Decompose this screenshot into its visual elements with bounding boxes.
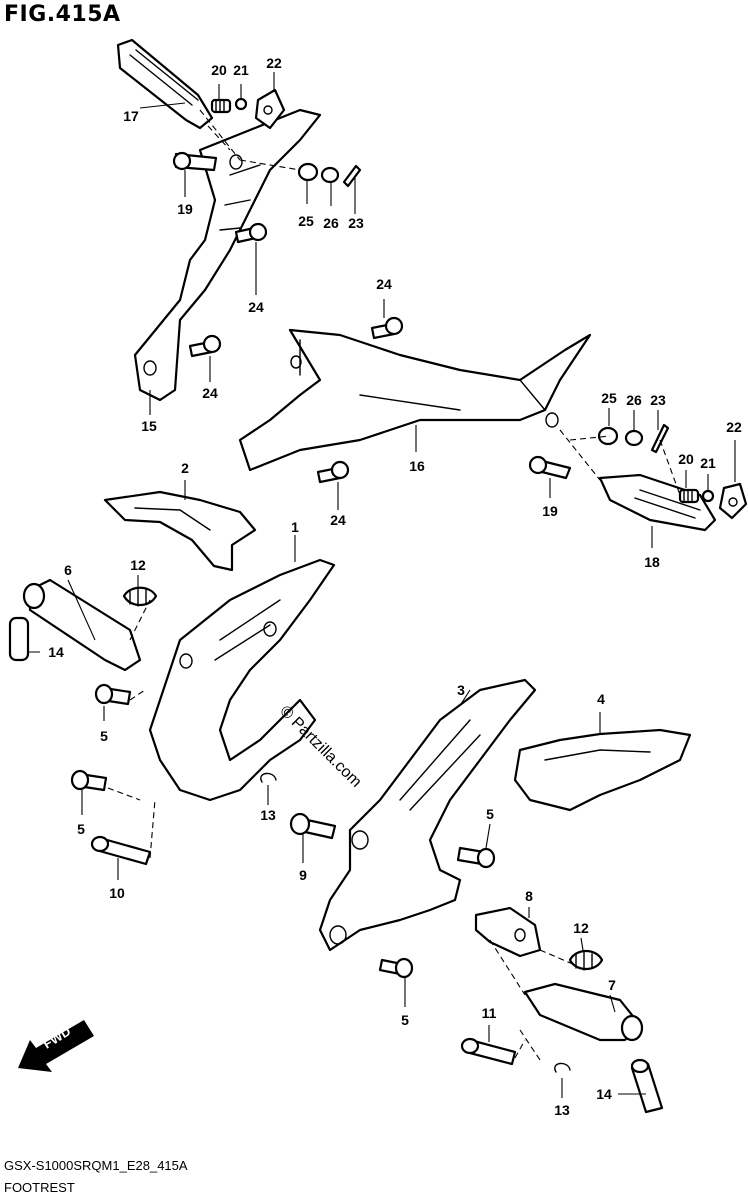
part-21-ball-right: [701, 489, 715, 503]
part-11-pin-right: [460, 1037, 517, 1066]
part-26-washer-right: [624, 429, 644, 447]
part-5-bolt-d: [378, 957, 414, 979]
part-7-footpeg: [523, 982, 644, 1042]
part-5-bolt-a: [94, 683, 132, 706]
part-24-bolt-d: [316, 460, 350, 484]
callout-4[interactable]: 4: [597, 691, 605, 707]
part-24-bolt-a: [234, 222, 268, 244]
callout-22[interactable]: 22: [726, 419, 742, 435]
callout-12[interactable]: 12: [130, 557, 146, 573]
callout-23[interactable]: 23: [650, 392, 666, 408]
callout-5[interactable]: 5: [486, 806, 494, 822]
part-12-spring-left: [122, 586, 158, 607]
part-8-hinge-block: [474, 906, 542, 958]
diagram-name: FOOTREST: [4, 1180, 75, 1195]
callout-25[interactable]: 25: [601, 390, 617, 406]
part-13-circlip-left: [260, 772, 277, 783]
callout-8[interactable]: 8: [525, 888, 533, 904]
part-26-washer-top: [320, 166, 340, 184]
callout-21[interactable]: 21: [233, 62, 249, 78]
callout-5[interactable]: 5: [401, 1012, 409, 1028]
part-22-plate-right: [718, 482, 748, 520]
part-9-bolt: [289, 812, 337, 840]
part-1-front-bracket: [148, 558, 336, 802]
callout-20[interactable]: 20: [211, 62, 227, 78]
part-22-plate-top: [254, 88, 286, 130]
part-16-rear-bracket: [238, 328, 592, 472]
diagram-code: GSX-S1000SRQM1_E28_415A: [4, 1158, 188, 1173]
leader-lines: [28, 72, 736, 1098]
callout-7[interactable]: 7: [608, 977, 616, 993]
callout-19[interactable]: 19: [542, 503, 558, 519]
part-20-spring-top: [210, 98, 232, 114]
callout-24[interactable]: 24: [376, 276, 392, 292]
callout-6[interactable]: 6: [64, 562, 72, 578]
part-3-front-bracket: [318, 678, 537, 952]
part-25-washer-top: [297, 162, 319, 182]
callout-14[interactable]: 14: [596, 1086, 612, 1102]
part-19-pin-right: [528, 455, 572, 480]
callout-9[interactable]: 9: [299, 867, 307, 883]
part-5-bolt-b: [70, 769, 108, 792]
callout-14[interactable]: 14: [48, 644, 64, 660]
part-4-heel-guard: [513, 728, 692, 812]
part-14-pin-right: [630, 1058, 664, 1114]
callout-25[interactable]: 25: [298, 213, 314, 229]
part-13-circlip-right: [554, 1062, 571, 1073]
part-10-pin-left: [90, 835, 152, 866]
part-20-spring-right: [678, 488, 700, 504]
callout-10[interactable]: 10: [109, 885, 125, 901]
callout-17[interactable]: 17: [123, 108, 139, 124]
alignment-lines: [107, 109, 681, 1061]
callout-15[interactable]: 15: [141, 418, 157, 434]
fwd-arrow-icon: [18, 1020, 94, 1072]
callout-11[interactable]: 11: [481, 1005, 497, 1021]
part-24-bolt-c: [370, 316, 404, 340]
callout-5[interactable]: 5: [77, 821, 85, 837]
part-17-rear-footpeg: [116, 38, 214, 130]
callout-3[interactable]: 3: [457, 682, 465, 698]
callout-20[interactable]: 20: [678, 451, 694, 467]
callout-13[interactable]: 13: [260, 807, 276, 823]
part-19-pin-top: [172, 151, 218, 172]
part-15-rear-bracket: [133, 108, 322, 402]
figure-title: FIG.415A: [4, 2, 121, 27]
callout-26[interactable]: 26: [323, 215, 339, 231]
callout-2[interactable]: 2: [181, 460, 189, 476]
part-14-pin-left: [8, 616, 30, 662]
callout-24[interactable]: 24: [248, 299, 264, 315]
part-18-rear-footpeg: [598, 473, 717, 532]
part-25-washer-right: [597, 426, 619, 446]
callout-24[interactable]: 24: [330, 512, 346, 528]
callout-22[interactable]: 22: [266, 55, 282, 71]
callout-18[interactable]: 18: [644, 554, 660, 570]
callout-24[interactable]: 24: [202, 385, 218, 401]
callout-16[interactable]: 16: [409, 458, 425, 474]
callout-13[interactable]: 13: [554, 1102, 570, 1118]
callout-26[interactable]: 26: [626, 392, 642, 408]
part-5-bolt-c: [456, 846, 496, 869]
callout-12[interactable]: 12: [573, 920, 589, 936]
part-2-heel-guard: [103, 490, 257, 572]
part-23-cotter-pin-top: [342, 164, 362, 188]
part-24-bolt-b: [188, 334, 222, 358]
part-6-footpeg: [22, 578, 142, 672]
part-23-cotter-pin-right: [650, 423, 670, 454]
callout-19[interactable]: 19: [177, 201, 193, 217]
callout-23[interactable]: 23: [348, 215, 364, 231]
callout-5[interactable]: 5: [100, 728, 108, 744]
callout-1[interactable]: 1: [291, 519, 299, 535]
part-12-spring-right: [568, 949, 604, 971]
callout-21[interactable]: 21: [700, 455, 716, 471]
part-21-ball-top: [234, 97, 248, 111]
